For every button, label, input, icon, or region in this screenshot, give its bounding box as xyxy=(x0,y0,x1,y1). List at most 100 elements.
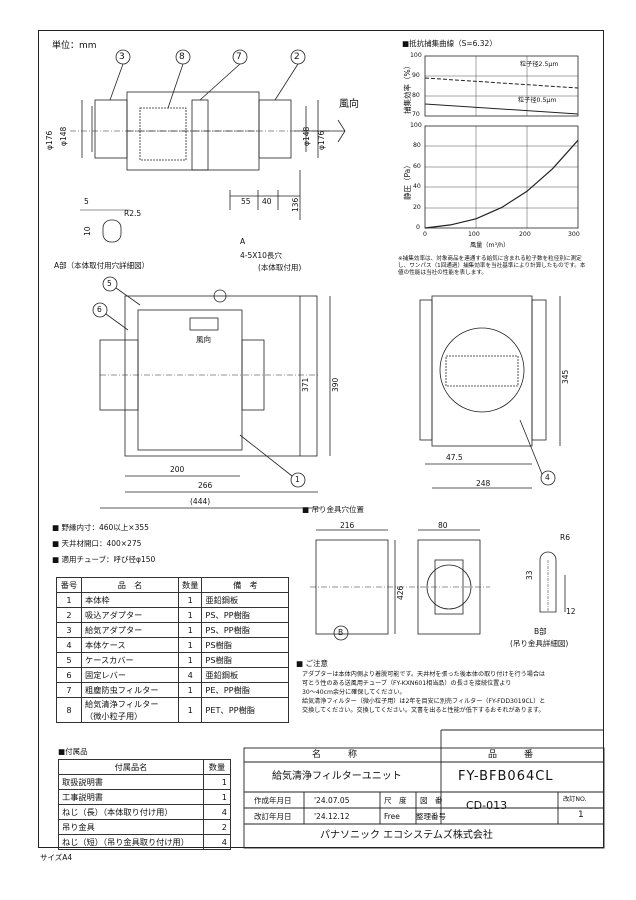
hanger-view xyxy=(310,529,566,641)
pressure-y-label: 静圧（Pa） xyxy=(403,161,412,200)
accessory-name: 工事説明書 xyxy=(58,789,204,805)
dim-176-right: φ176 xyxy=(317,130,326,150)
part-name: 粗塵防虫フィルター xyxy=(81,682,179,698)
part-name: 本体ケース xyxy=(81,637,179,653)
p-xtick-0: 0 xyxy=(423,231,427,238)
part-name-sub: （微小粒子用） xyxy=(85,711,143,721)
part-name: 本体枠 xyxy=(81,592,179,608)
dim-371: 371 xyxy=(301,377,310,392)
p-ytick-20: 20 xyxy=(413,204,421,211)
product-number: FY-BFB064CL xyxy=(458,769,554,784)
part-material: PE、PP樹脂 xyxy=(201,682,290,698)
parts-header-qty: 数量 xyxy=(177,577,203,593)
dim-216: 216 xyxy=(340,521,355,530)
part-material: 亜鉛鋼板 xyxy=(201,667,290,683)
part-material: PS、PP樹脂 xyxy=(201,607,290,623)
titleblock-lines xyxy=(243,729,605,849)
dim-148-left: φ148 xyxy=(59,126,68,146)
part-material: PS樹脂 xyxy=(201,652,290,668)
callout-4: 4 xyxy=(545,473,550,482)
dim-390: 390 xyxy=(331,377,340,392)
tb-name-header: 名 称 xyxy=(312,750,358,760)
chart-note: ※捕集効率は、対象商品を連通する給気に含まれる粒子数を粒径別に測定し、ワンパス（… xyxy=(398,256,586,276)
efficiency-chart-frame xyxy=(424,55,579,117)
part-material: PET、PP樹脂 xyxy=(201,697,290,723)
accessory-qty: 4 xyxy=(203,804,231,820)
part-qty: 1 xyxy=(177,682,203,698)
accessory-name: 取扱説明書 xyxy=(58,774,204,790)
note-line: 交換してください。交換してください。文書を出ると性能が低下するおそれがあります。 xyxy=(302,707,545,715)
accessories-title: ■付属品 xyxy=(58,747,88,756)
part-qty: 1 xyxy=(177,622,203,638)
dim-248: 248 xyxy=(476,479,491,488)
callout-1: 1 xyxy=(295,475,300,484)
dim-55: 55 xyxy=(241,197,251,206)
tb-revised-date: '24.12.12 xyxy=(314,812,350,821)
part-qty: 1 xyxy=(177,637,203,653)
tb-scale-label: 尺 度 xyxy=(384,796,407,805)
tb-scale-value: Free xyxy=(384,812,400,821)
part-qty: 1 xyxy=(177,697,203,723)
part-qty: 1 xyxy=(177,652,203,668)
accessory-row: ねじ（長）（本体取り付け用）4 xyxy=(58,804,231,820)
efficiency-series-2.5um xyxy=(424,77,579,89)
accessory-qty: 1 xyxy=(203,774,231,790)
p-ytick-80: 80 xyxy=(413,142,421,149)
product-name: 給気清浄フィルターユニット xyxy=(272,771,402,782)
spec-tube: ■ 適用チューブ：呼び径φ150 xyxy=(52,555,156,564)
accessory-qty: 1 xyxy=(203,789,231,805)
dim-345: 345 xyxy=(561,369,570,384)
callout-2: 2 xyxy=(294,52,300,62)
p-xtick-100: 100 xyxy=(468,231,480,238)
dim-200: 200 xyxy=(170,465,185,474)
p-ytick-60: 60 xyxy=(413,163,421,170)
dim-266: 266 xyxy=(198,481,213,490)
parts-header-note: 備 考 xyxy=(201,577,290,593)
part-no: 5 xyxy=(56,652,82,668)
front-view xyxy=(92,276,331,509)
part-material: 亜鉛鋼板 xyxy=(201,592,290,608)
part-qty: 1 xyxy=(177,592,203,608)
dim-426: 426 xyxy=(396,585,405,600)
callout-3: 3 xyxy=(119,52,125,62)
callout-8: 8 xyxy=(179,52,185,62)
dim-40: 40 xyxy=(262,197,272,206)
callout-a: A xyxy=(240,237,246,246)
section-view xyxy=(70,49,346,243)
spec-ceiling-opening: ■ 天井材開口：400×275 xyxy=(52,539,142,548)
sheet-size: サイズA4 xyxy=(40,853,73,862)
p-ytick-100: 100 xyxy=(410,122,422,129)
chart-title: ■抵抗捕集曲線（S=6.32） xyxy=(402,39,497,48)
efficiency-series-0.5um xyxy=(424,103,579,115)
p-xtick-200: 200 xyxy=(519,231,531,238)
tb-rev-number: 1 xyxy=(578,810,584,820)
p-xtick-300: 300 xyxy=(568,231,580,238)
dim-5: 5 xyxy=(84,197,89,206)
accessory-name: ねじ（短）（吊り金具取り付け用） xyxy=(58,834,204,850)
drawing-frame xyxy=(38,30,604,848)
tb-created-date: '24.07.05 xyxy=(314,796,350,805)
dim-444: (444) xyxy=(190,497,211,506)
wind-direction-label: 風向 xyxy=(339,99,359,110)
dim-r6: R6 xyxy=(560,533,570,542)
tb-revised-label: 改訂年月日 xyxy=(254,812,292,821)
part-no: 4 xyxy=(56,637,82,653)
pressure-curve xyxy=(424,139,579,229)
accessory-row: ねじ（短）（吊り金具取り付け用）4 xyxy=(58,834,231,850)
part-material: PS、PP樹脂 xyxy=(201,622,290,638)
dim-12: 12 xyxy=(566,607,576,616)
notes-title: ■ ご注意 xyxy=(296,659,328,668)
panel-wind-label: 風向 xyxy=(196,335,211,344)
pressure-chart-frame xyxy=(424,125,579,229)
hole-spec-sub: (本体取付用) xyxy=(258,263,302,272)
